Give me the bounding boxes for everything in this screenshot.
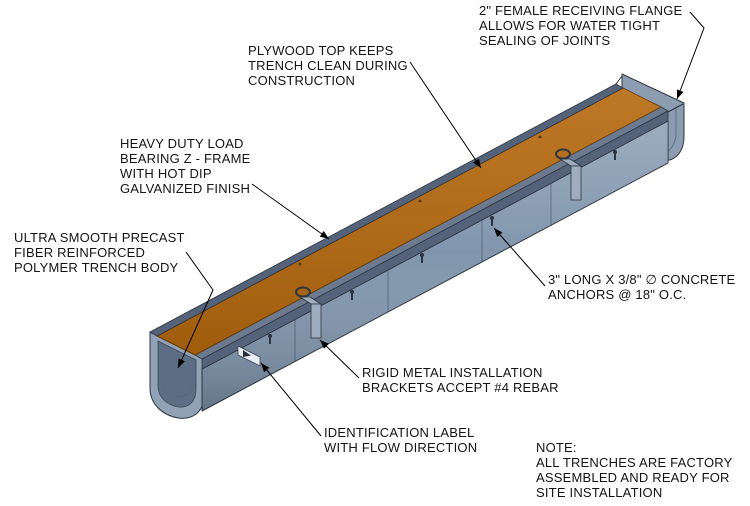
leader-zframe [251,183,330,240]
installation-bracket [295,286,323,339]
flow-arrow-icon [243,350,251,357]
leader-lines [177,11,705,437]
plywood-fastener-dots [298,135,542,266]
callout-text-line: POLYMER TRENCH BODY [14,260,179,275]
callout-text-line: IDENTIFICATION LABEL [324,425,475,440]
callout-text-line: ANCHORS @ 18" O.C. [548,287,687,302]
callout-flange: 2" FEMALE RECEIVING FLANGE ALLOWS FOR WA… [479,3,682,48]
callout-text-line: TRENCH CLEAN DURING [248,58,408,73]
callout-text-line: BRACKETS ACCEPT #4 REBAR [362,380,559,395]
callout-text-line: HEAVY DUTY LOAD [120,136,244,151]
note-text-line: NOTE: [536,440,577,455]
trench-end-cross-section [149,331,205,419]
leader-brackets [319,339,360,379]
concrete-anchor [420,253,424,263]
note-text-line: ALL TRENCHES ARE FACTORY [536,455,733,470]
leader-body [177,251,214,369]
callout-text-line: GALVANIZED FINISH [120,181,251,196]
leader-anchors [493,227,546,287]
concrete-anchor [613,150,617,160]
callout-text-line: WITH FLOW DIRECTION [324,440,478,455]
callout-text-line: ULTRA SMOOTH PRECAST [14,230,185,245]
plywood-top [156,87,662,356]
note-text-line: ASSEMBLED AND READY FOR [536,470,730,485]
leader-idlabel [260,362,322,437]
callout-text-line: CONSTRUCTION [248,73,356,88]
callout-anchors: 3" LONG X 3/8" ∅ CONCRETE ANCHORS @ 18" … [548,272,735,302]
callout-text-line: WITH HOT DIP [120,166,212,181]
body-seam-lines [294,183,552,361]
callout-text-line: 3" LONG X 3/8" ∅ CONCRETE [548,272,736,287]
z-frame-rail-near [194,106,669,370]
concrete-anchor [490,216,494,226]
concrete-anchors [268,150,617,344]
leader-plywood [409,61,482,169]
callout-brackets: RIGID METAL INSTALLATION BRACKETS ACCEPT… [362,365,559,395]
callout-text-line: RIGID METAL INSTALLATION [362,365,543,380]
callout-text-line: 2" FEMALE RECEIVING FLANGE [479,3,683,18]
callout-zframe: HEAVY DUTY LOAD BEARING Z - FRAME WITH H… [120,136,251,196]
z-frame-rail-far [149,83,624,337]
callout-plywood: PLYWOOD TOP KEEPS TRENCH CLEAN DURING CO… [248,43,408,88]
callout-idlabel: IDENTIFICATION LABEL WITH FLOW DIRECTION [324,425,477,455]
concrete-anchor [350,290,354,300]
note-text-line: SITE INSTALLATION [536,485,663,500]
concrete-anchor [268,334,272,344]
callout-body: ULTRA SMOOTH PRECAST FIBER REINFORCED PO… [14,230,185,275]
callout-text-line: PLYWOOD TOP KEEPS [248,43,394,58]
callout-text-line: ALLOWS FOR WATER TIGHT [479,18,661,33]
callout-text-line: FIBER REINFORCED [14,245,146,260]
callout-text-line: BEARING Z - FRAME [120,151,251,166]
leader-flange [676,11,705,100]
flow-direction-label [237,345,261,367]
installation-bracket [555,148,583,201]
note-block: NOTE: ALL TRENCHES ARE FACTORY ASSEMBLED… [536,440,733,500]
callout-text-line: SEALING OF JOINTS [479,33,611,48]
